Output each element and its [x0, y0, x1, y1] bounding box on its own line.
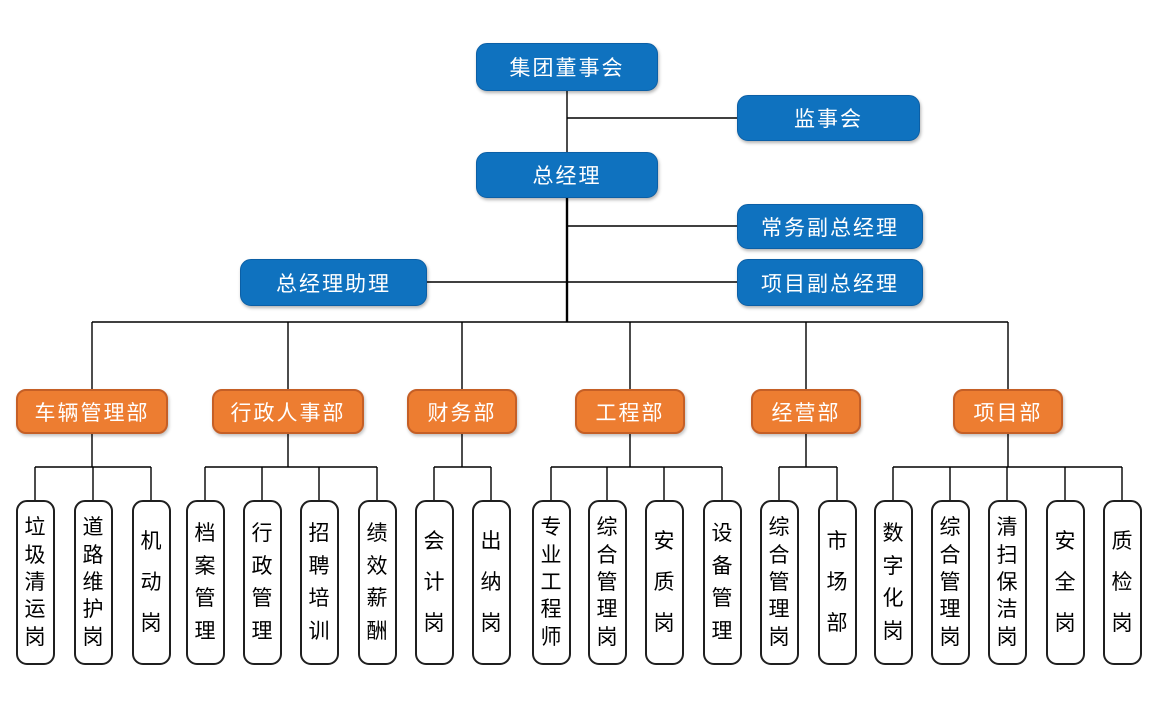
- gm-label: 总经理: [532, 165, 602, 188]
- position-box: 市场部: [817, 500, 857, 665]
- gm-box: 总经理: [476, 152, 658, 198]
- position-label: 设备管理: [711, 521, 733, 644]
- project-deputy-gm-label: 项目副总经理: [761, 272, 899, 296]
- supervisory-box: 监事会: [737, 95, 920, 141]
- position-label: 招聘培训: [308, 521, 330, 644]
- board-box: 集团董事会: [476, 43, 658, 91]
- dept-label: 行政人事部: [230, 401, 346, 425]
- position-label: 绩效薪酬: [366, 521, 388, 644]
- position-box: 机动岗: [131, 500, 171, 665]
- position-box: 数字化岗: [873, 500, 913, 665]
- dept-label: 车辆管理部: [34, 401, 150, 425]
- position-box: 综合管理岗: [930, 500, 970, 665]
- position-box: 设备管理: [702, 500, 742, 665]
- position-label: 综合管理岗: [596, 516, 618, 649]
- dept-box-hr-admin: 行政人事部: [212, 389, 364, 434]
- supervisory-label: 监事会: [794, 108, 863, 131]
- position-label: 市场部: [826, 530, 848, 635]
- position-label: 道路维护岗: [82, 516, 104, 649]
- position-box: 会计岗: [414, 500, 454, 665]
- position-label: 安全岗: [1054, 530, 1076, 635]
- position-label: 垃圾清运岗: [24, 516, 46, 649]
- exec-deputy-gm-label: 常务副总经理: [761, 216, 899, 240]
- dept-box-operations: 经营部: [751, 389, 861, 434]
- position-box: 综合管理岗: [587, 500, 627, 665]
- dept-label: 项目部: [973, 401, 1043, 425]
- position-label: 档案管理: [194, 521, 216, 644]
- project-deputy-gm-box: 项目副总经理: [737, 259, 923, 306]
- position-box: 专业工程师: [531, 500, 571, 665]
- position-box: 出纳岗: [471, 500, 511, 665]
- position-box: 综合管理岗: [759, 500, 799, 665]
- position-box: 安全岗: [1045, 500, 1085, 665]
- dept-label: 财务部: [427, 401, 497, 425]
- position-label: 专业工程师: [540, 516, 562, 649]
- position-box: 清扫保洁岗: [987, 500, 1027, 665]
- position-label: 数字化岗: [882, 521, 904, 644]
- position-box: 垃圾清运岗: [15, 500, 55, 665]
- position-label: 行政管理: [251, 521, 273, 644]
- gm-assistant-label: 总经理助理: [276, 272, 391, 296]
- dept-box-engineering: 工程部: [575, 389, 685, 434]
- position-box: 档案管理: [185, 500, 225, 665]
- dept-label: 经营部: [771, 401, 841, 425]
- position-label: 出纳岗: [480, 530, 502, 635]
- position-label: 质检岗: [1111, 530, 1133, 635]
- position-box: 道路维护岗: [73, 500, 113, 665]
- position-label: 综合管理岗: [768, 516, 790, 649]
- dept-box-vehicle: 车辆管理部: [16, 389, 168, 434]
- dept-box-finance: 财务部: [407, 389, 517, 434]
- dept-box-project: 项目部: [953, 389, 1063, 434]
- dept-label: 工程部: [595, 401, 665, 425]
- position-box: 绩效薪酬: [357, 500, 397, 665]
- position-box: 行政管理: [242, 500, 282, 665]
- position-label: 综合管理岗: [939, 516, 961, 649]
- board-label: 集团董事会: [509, 57, 625, 80]
- position-box: 安质岗: [644, 500, 684, 665]
- gm-assistant-box: 总经理助理: [240, 259, 427, 306]
- position-label: 机动岗: [140, 530, 162, 635]
- position-box: 招聘培训: [299, 500, 339, 665]
- position-label: 安质岗: [653, 530, 675, 635]
- position-label: 会计岗: [423, 530, 445, 635]
- exec-deputy-gm-box: 常务副总经理: [737, 204, 923, 249]
- position-box: 质检岗: [1102, 500, 1142, 665]
- position-label: 清扫保洁岗: [996, 516, 1018, 649]
